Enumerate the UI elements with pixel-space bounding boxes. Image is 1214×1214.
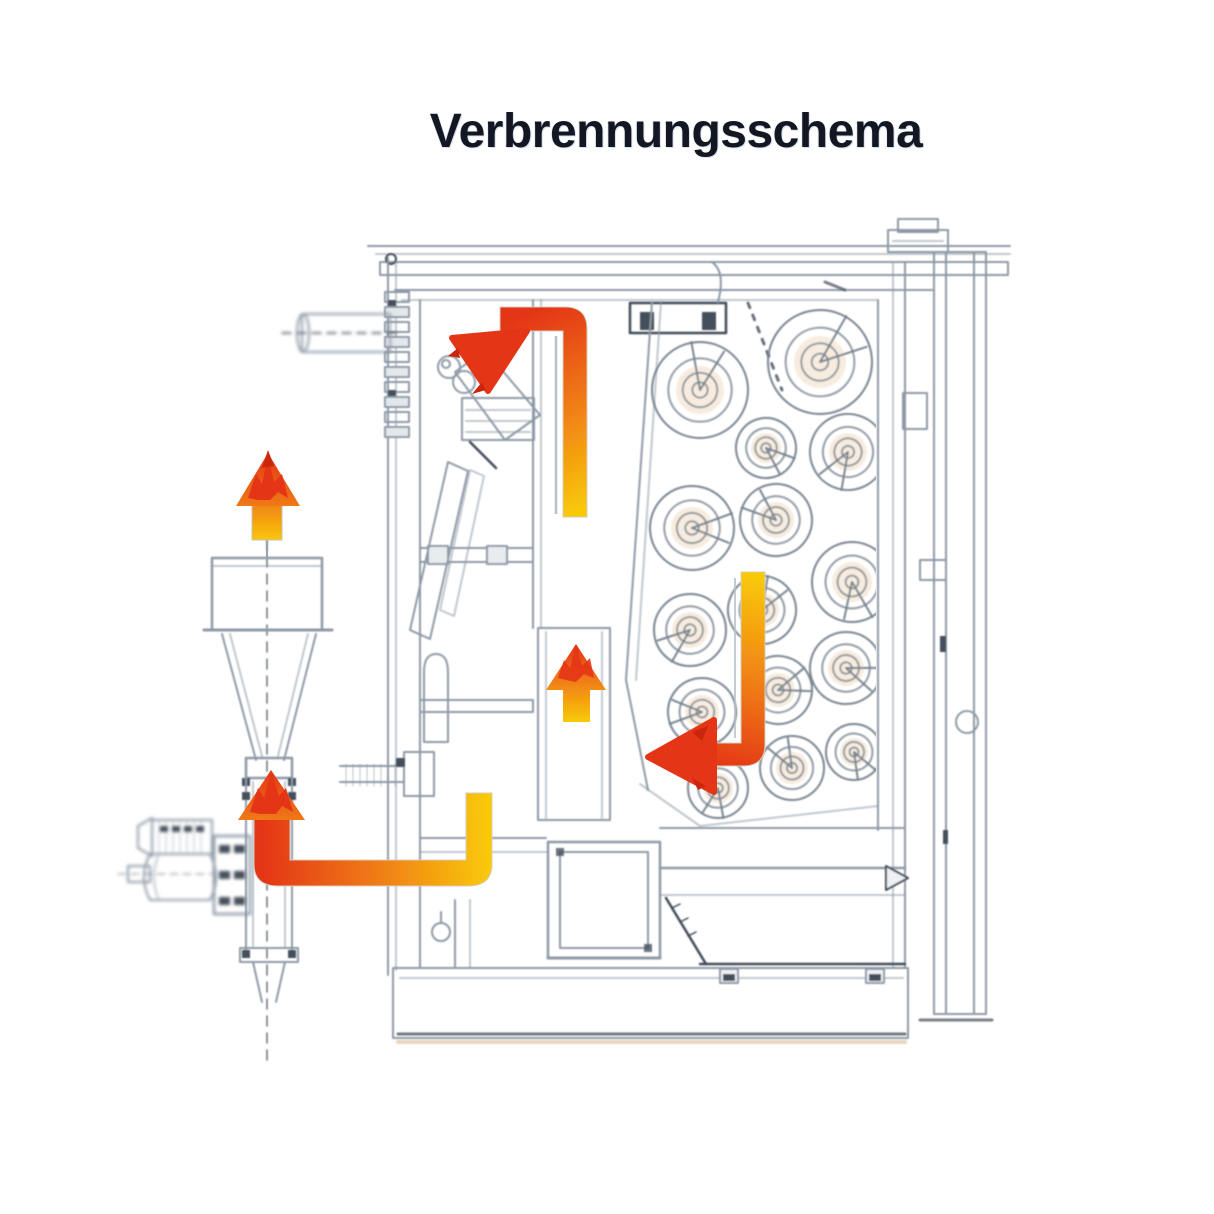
diagram-title: Verbrennungsschema [429, 105, 923, 158]
secondary-flame-jag [558, 646, 594, 682]
flame-jag [692, 726, 708, 790]
flame-tip [262, 450, 274, 468]
cyclone-flame-jag [248, 456, 288, 500]
burner-return-arrow-bottom [253, 792, 493, 887]
boiler-technical-drawing [339, 218, 1011, 1044]
combustion-downdraft-arrow-head [645, 717, 717, 795]
flame-jag [448, 348, 486, 394]
burner-return-flame-jag [250, 772, 293, 814]
combustion-downdraft-arrow [711, 571, 766, 767]
secondary-flame-arrow-shaft [563, 686, 590, 722]
feed-motor-drawing [117, 313, 399, 916]
wood-logs [649, 309, 876, 819]
flow-arrows [236, 306, 766, 887]
flue-gas-arrow-top-head [449, 328, 530, 394]
flue-gas-arrow-top [499, 306, 588, 518]
